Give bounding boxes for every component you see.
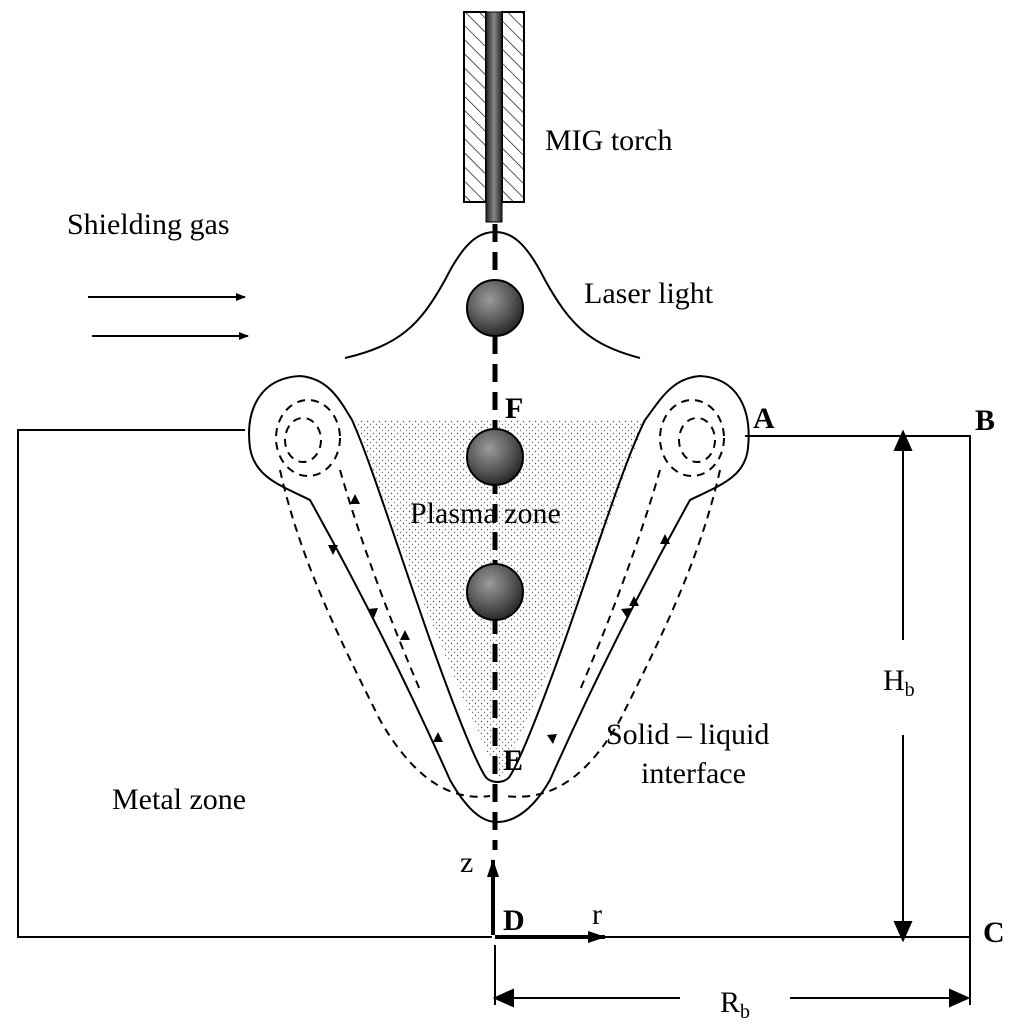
interface-label-line1: Solid – liquid [606, 718, 769, 751]
flow-recirculation-left [275, 399, 491, 798]
interface-label-line2: interface [641, 757, 746, 790]
shielding-gas-arrows [88, 293, 249, 340]
height-dimension [893, 429, 913, 943]
flow-arrow [400, 630, 410, 640]
droplet [466, 563, 524, 621]
laser-beam-profile [344, 230, 641, 359]
flow-arrow [350, 494, 360, 504]
flow-recirculation-right [504, 399, 725, 798]
radius-main: R [720, 986, 740, 1019]
flow-arrows [328, 494, 670, 744]
mig-torch [463, 11, 525, 223]
height-dimension-label: Hb [883, 664, 915, 701]
flow-arrow [328, 545, 338, 555]
height-subscript: b [905, 679, 915, 701]
workpiece-outline [17, 429, 971, 1005]
droplet [466, 428, 524, 486]
point-label-d: D [503, 904, 525, 937]
height-main: H [883, 664, 905, 697]
flow-arrow [621, 608, 631, 618]
z-axis-label: z [460, 846, 473, 879]
metal-zone-label: Metal zone [112, 783, 246, 816]
point-label-a: A [753, 402, 775, 435]
coordinate-axes [487, 859, 606, 943]
radius-dimension [492, 945, 971, 1008]
radius-dimension-label: Rb [720, 986, 750, 1023]
flow-arrow [547, 734, 557, 744]
radius-subscript: b [740, 1001, 750, 1023]
r-axis-label: r [592, 898, 602, 931]
shielding-gas-label: Shielding gas [67, 208, 230, 241]
point-label-c: C [983, 916, 1005, 949]
flow-arrow [368, 608, 378, 618]
flow-arrow [629, 596, 639, 606]
point-label-b: B [975, 404, 995, 437]
point-label-f: F [505, 392, 523, 425]
flow-arrow [433, 732, 443, 742]
mig-torch-label: MIG torch [545, 124, 672, 157]
laser-light-label: Laser light [584, 277, 714, 310]
flow-arrow [660, 534, 670, 544]
droplet [466, 279, 524, 337]
metal-droplets [466, 279, 524, 621]
filler-wire [485, 11, 503, 223]
weld-pool-boundary [248, 374, 750, 824]
plasma-zone-label: Plasma zone [410, 497, 561, 530]
point-label-e: E [503, 744, 523, 777]
